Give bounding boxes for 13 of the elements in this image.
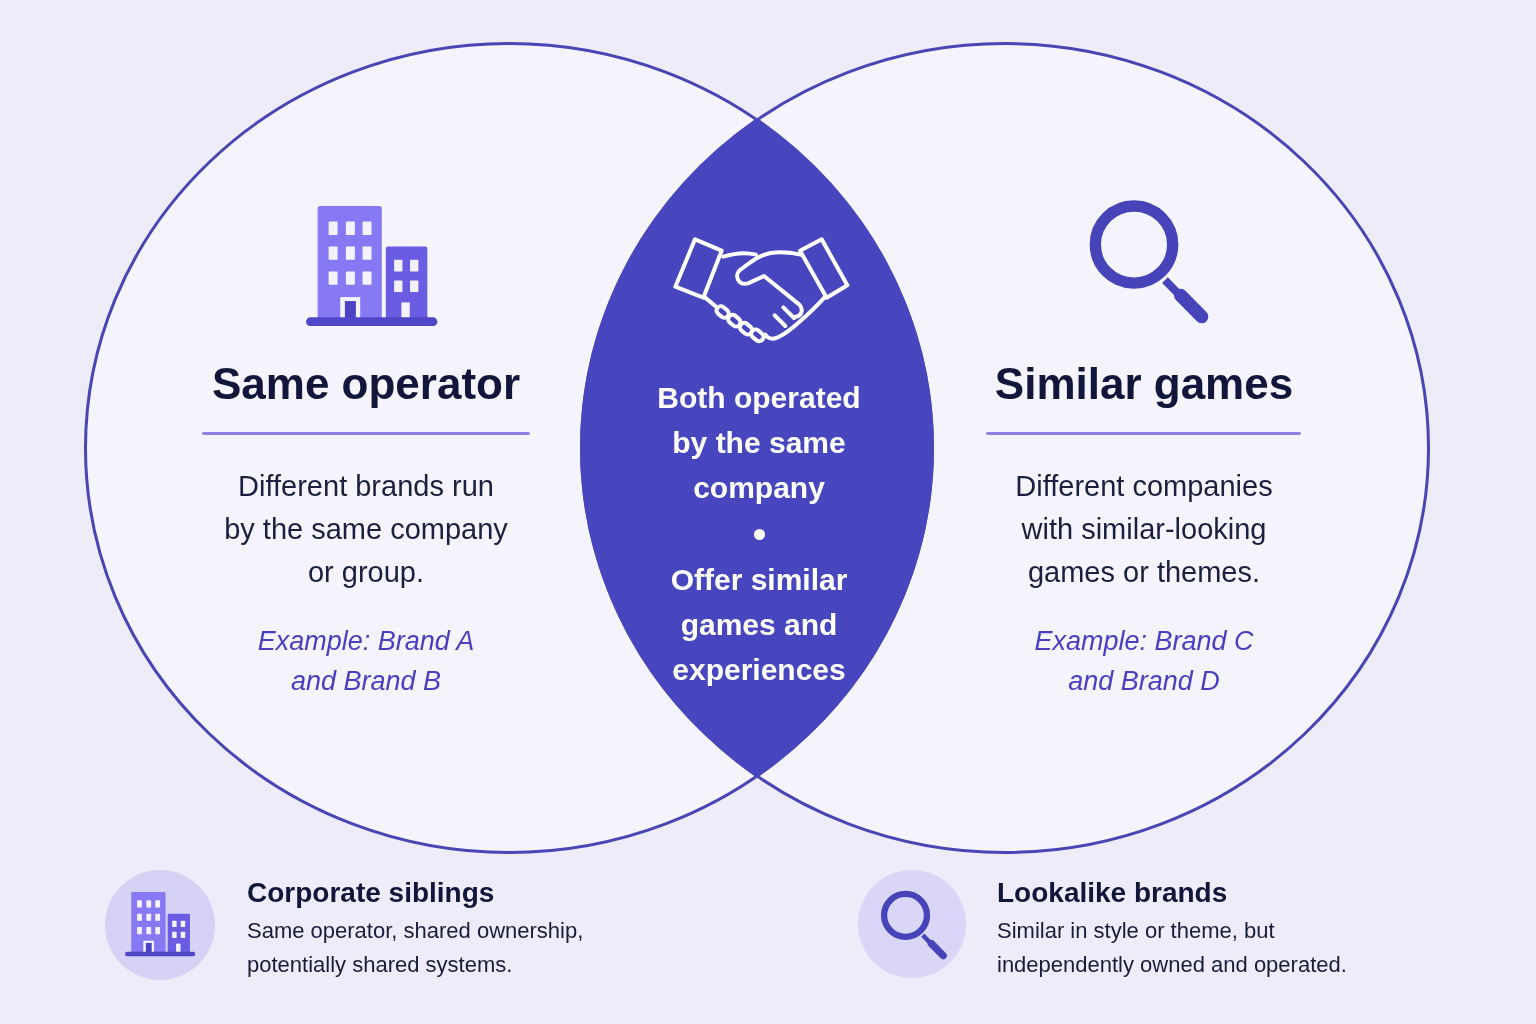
key-description: Same operator, shared ownership, potentially shared systems.: [247, 917, 585, 979]
venn-overlap: [580, 118, 934, 778]
key-description: Similar in style or theme, but independently owned and operated.: [997, 917, 1348, 979]
example-text: Example: Brand C and Brand D: [1033, 625, 1255, 698]
example-text: Example: Brand A and Brand B: [256, 625, 476, 698]
circle-description: Different brands run by the same company or group.: [223, 469, 509, 590]
circle-heading: Similar games: [994, 359, 1294, 409]
overlap-text: Both operated by the same company: [656, 380, 862, 506]
key-title: Corporate siblings: [247, 876, 495, 910]
key-title: Lookalike brands: [997, 876, 1228, 910]
overlap-text: Offer similar games and experiences: [669, 562, 849, 688]
circle-heading: Same operator: [211, 359, 521, 409]
circle-description: Different companies with similar-looking games or themes.: [1014, 469, 1274, 590]
